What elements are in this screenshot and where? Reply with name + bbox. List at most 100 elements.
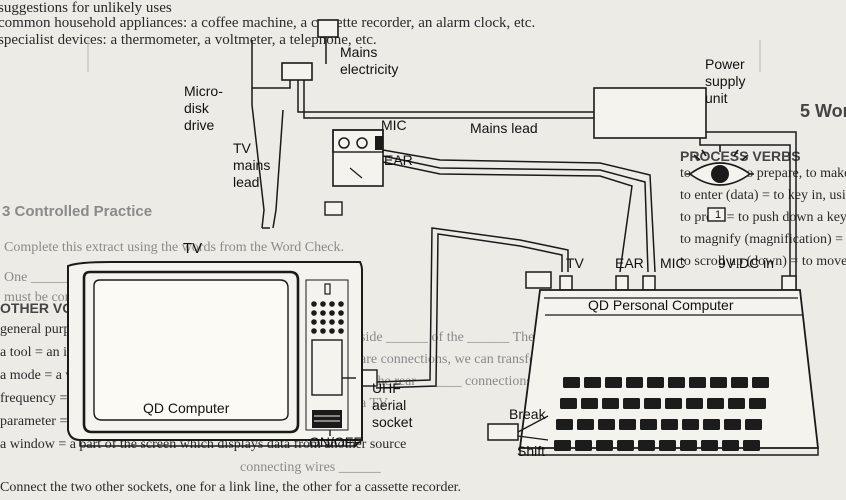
label-mains-electricity-line2: electricity: [340, 61, 399, 77]
tv-set: [67, 261, 363, 447]
label-uhf-line3: socket: [372, 414, 413, 430]
keyboard-key: [619, 419, 636, 430]
bg-verb-2: to enter (data) = to key in, using the d…: [680, 188, 846, 203]
keyboard-key: [682, 419, 699, 430]
label-socket-ear: EAR: [615, 255, 644, 271]
bg-complete-extract: Complete this extract using the words fr…: [4, 240, 344, 255]
bg-right-4: a TV: [360, 396, 389, 411]
label-break: Break: [509, 406, 546, 422]
keyboard-key: [596, 440, 613, 451]
socket-mic-port: [642, 275, 656, 291]
keyboard-key: [626, 377, 643, 388]
label-tv-mains-line2: mains: [233, 157, 271, 173]
bg-line-specialist: specialist devices: a thermometer, a vol…: [0, 32, 377, 48]
eye-icon: [686, 145, 754, 186]
tv-button-dot: [329, 328, 335, 334]
socket-9vdc-port: [781, 275, 797, 291]
wall-socket: [317, 19, 339, 38]
keyboard-key: [701, 440, 718, 451]
bg-right-3: at the rear ______ connections: [360, 374, 532, 389]
keyboard-key: [602, 398, 619, 409]
tv-button-dot: [329, 319, 335, 325]
keyboard-key: [560, 398, 577, 409]
keyboard-key: [623, 398, 640, 409]
tv-button-dot: [311, 310, 317, 316]
bg-right-5: connecting wires ______: [240, 460, 381, 475]
keyboard-key: [710, 377, 727, 388]
tv-cable-plug: [525, 271, 552, 289]
disk-spindle-left: [338, 137, 350, 149]
label-power-supply-unit: Power supply unit: [705, 56, 745, 107]
label-tv-mains-lead: TV mains lead: [233, 140, 270, 191]
bg-controlled-practice: 3 Controlled Practice: [2, 203, 153, 220]
keyboard-keys: [554, 377, 769, 451]
qd-personal-computer-body: [518, 289, 820, 456]
keyboard-key: [581, 398, 598, 409]
label-qd-computer: QD Computer: [143, 400, 230, 416]
keyboard-key: [749, 398, 766, 409]
keyboard-key: [724, 419, 741, 430]
label-uhf-aerial-socket: UHF aerial socket: [372, 380, 412, 431]
keyboard-key: [556, 419, 573, 430]
label-tv-mains-line3: lead: [233, 174, 260, 190]
socket-ear-port: [615, 275, 629, 291]
tv-button-dot: [311, 301, 317, 307]
label-tv: TV: [183, 240, 203, 257]
disk-spindle-right: [356, 137, 368, 149]
socket-tv-port: [559, 275, 573, 291]
keyboard-key: [644, 398, 661, 409]
label-psu-line2: supply: [705, 73, 746, 89]
label-tv-mains-line1: TV: [233, 140, 251, 156]
eye-badge-number: 1: [715, 209, 722, 221]
keyboard-key: [575, 440, 592, 451]
keyboard-key: [745, 419, 762, 430]
label-mains-electricity: Mains electricity: [340, 44, 398, 78]
label-microdisk-line2: disk: [184, 100, 209, 116]
keyboard-key: [563, 377, 580, 388]
keyboard-key: [731, 377, 748, 388]
bg-line-household: common household appliances: a coffee ma…: [0, 15, 536, 31]
bg-verb-4: to magnify (magnification) = to make a p…: [680, 232, 846, 247]
tv-button-dot: [311, 328, 317, 334]
tv-button-dot: [320, 328, 326, 334]
label-microdisk-line1: Micro-: [184, 83, 223, 99]
keyboard-key: [661, 419, 678, 430]
label-on-off: ON/OFF: [309, 434, 362, 450]
tv-button-dot: [311, 319, 317, 325]
keyboard-key: [728, 398, 745, 409]
tv-button-dot: [338, 328, 344, 334]
label-socket-mic: MIC: [660, 255, 686, 271]
label-mic-top: MIC: [381, 117, 407, 133]
label-psu-line3: unit: [705, 90, 728, 106]
tv-button-dot: [329, 301, 335, 307]
keyboard-key: [722, 440, 739, 451]
keyboard-key: [703, 419, 720, 430]
bg-section-word-check: 5 Word check: [800, 101, 846, 121]
mains-plug-block: [281, 62, 313, 81]
keyboard-key: [577, 419, 594, 430]
label-shift: Shift: [517, 443, 546, 459]
keyboard-key: [638, 440, 655, 451]
keyboard-key: [743, 440, 760, 451]
keyboard-key: [659, 440, 676, 451]
label-ear-top: EAR: [384, 152, 413, 168]
tv-button-dot: [338, 319, 344, 325]
label-qd-personal-computer: QD Personal Computer: [588, 297, 734, 313]
label-mains-electricity-line1: Mains: [340, 44, 378, 60]
bg-verb-5: to scroll up (down) = to move the image …: [680, 254, 846, 269]
keyboard-key: [554, 440, 571, 451]
keyboard-key: [640, 419, 657, 430]
keyboard-key: [707, 398, 724, 409]
label-microdisk-drive: Micro- disk drive: [184, 83, 223, 134]
tv-control-buttons: [311, 301, 344, 334]
keyboard-key: [665, 398, 682, 409]
keyboard-key: [686, 398, 703, 409]
keyboard-key: [617, 440, 634, 451]
label-socket-9vdc: 9V DC in: [718, 255, 775, 271]
tv-button-dot: [320, 310, 326, 316]
tv-button-dot: [320, 319, 326, 325]
keyboard-key: [647, 377, 664, 388]
power-supply-unit: [593, 87, 707, 139]
keyboard-key: [689, 377, 706, 388]
